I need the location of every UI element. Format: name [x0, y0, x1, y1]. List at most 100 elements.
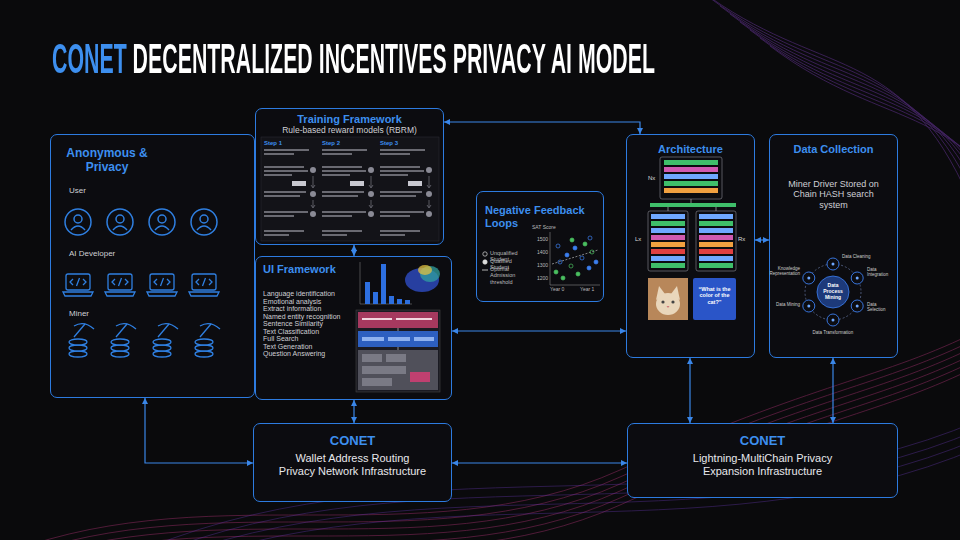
layer-count: Nx	[648, 175, 659, 182]
transformer-stack	[650, 203, 736, 207]
training-steps	[261, 137, 439, 241]
transformer-stack	[651, 242, 685, 247]
panel-heading: Architecture	[627, 143, 754, 156]
ui-flow-diagram	[388, 337, 410, 341]
ui-flow-diagram	[362, 366, 406, 374]
transformer-stack	[699, 235, 733, 240]
scatter-chart	[588, 236, 592, 240]
legend-swatch	[482, 251, 488, 257]
user-icon	[65, 209, 217, 235]
wave-ribbon	[120, 420, 960, 540]
training-steps	[261, 137, 439, 241]
ui-flow-diagram	[362, 354, 382, 362]
miner-icon	[195, 324, 220, 357]
ui-flow-diagram	[398, 328, 399, 350]
axis-tick: 1500	[534, 237, 548, 243]
scatter-chart	[590, 250, 594, 254]
developer-icon	[63, 274, 93, 296]
transformer-stack	[651, 214, 733, 268]
box-body: Lightning-MultiChain Privacy Expansion I…	[675, 452, 850, 477]
data-process-wheel	[803, 300, 815, 312]
transformer-stack	[699, 249, 733, 254]
transformer-stack	[699, 263, 733, 268]
scatter-chart	[570, 238, 574, 242]
training-steps	[380, 149, 432, 236]
legend-sample	[483, 251, 487, 255]
list-item: Full Search	[263, 335, 358, 343]
cat-picture	[671, 300, 674, 303]
transformer-stack	[648, 157, 736, 271]
cat-picture	[648, 278, 688, 320]
scatter-chart	[554, 236, 598, 280]
axis-tick: Year 0	[550, 287, 570, 293]
process-step: Data Transformation	[806, 330, 860, 335]
infrastructure-box: CONET Lightning-MultiChain Privacy Expans…	[627, 423, 898, 498]
ui-flow-diagram	[396, 318, 432, 320]
user-icon	[191, 209, 217, 235]
transformer-stack	[664, 174, 718, 179]
transformer-stack	[651, 256, 685, 261]
scatter-chart	[556, 244, 560, 248]
miner-icon	[153, 324, 178, 357]
connector	[755, 239, 769, 240]
list-item: Text Classification	[263, 328, 358, 336]
actor-label: User	[69, 186, 149, 195]
legend-swatch	[482, 259, 488, 265]
miner-icon	[69, 324, 220, 357]
data-process-wheel	[803, 272, 815, 284]
cat-picture	[661, 300, 664, 303]
scatter-chart	[580, 256, 584, 260]
transformer-stack	[664, 167, 718, 172]
data-process-wheel	[827, 314, 839, 326]
infrastructure-box: CONETWallet Address Routing Privacy Netw…	[253, 423, 452, 502]
connector	[452, 330, 626, 331]
user-icon	[149, 209, 175, 235]
box-body: Wallet Address Routing Privacy Network I…	[277, 452, 428, 477]
process-step: Knowledge Representation	[768, 266, 800, 276]
transformer-stack	[648, 211, 688, 271]
legend-sample	[483, 259, 487, 263]
axis-title: SAT Score	[532, 225, 566, 231]
ui-flow-diagram	[386, 354, 406, 362]
data-process-wheel	[807, 305, 810, 308]
ui-bar-chart	[381, 264, 386, 304]
ui-bar-chart	[360, 262, 440, 304]
connector	[689, 358, 690, 423]
scatter-chart	[561, 276, 565, 280]
ui-flow-diagram	[356, 310, 440, 392]
ui-bar-chart	[360, 262, 412, 304]
data-process-wheel	[807, 263, 858, 322]
data-process-wheel	[807, 277, 810, 280]
legend-sample	[482, 269, 488, 270]
ui-bar-chart	[397, 299, 402, 304]
miner-icon	[69, 324, 94, 357]
data-process-wheel	[851, 272, 863, 284]
panel-heading: Anonymous & Privacy	[57, 147, 157, 175]
transformer-stack	[668, 199, 716, 211]
cat-picture	[648, 278, 688, 320]
ui-bar-chart	[389, 296, 394, 304]
transformer-stack	[651, 228, 685, 233]
wave-bundle	[720, 6, 960, 216]
process-step: Data Cleaning	[842, 254, 876, 259]
panel-body: Miner Driver Stored on Chain HASH search…	[780, 179, 887, 210]
training-steps	[322, 149, 374, 236]
box-heading: CONET	[628, 434, 897, 449]
process-step: Data Integration	[867, 267, 895, 277]
scatter-chart	[554, 270, 558, 274]
axis-tick: 1200	[534, 276, 548, 282]
data-process-wheel	[803, 258, 863, 326]
list-item: Text Generation	[263, 343, 358, 351]
ui-flow-diagram	[358, 312, 438, 328]
data-process-wheel	[832, 263, 835, 266]
scatter-chart	[550, 232, 600, 285]
transformer-stack	[651, 249, 685, 254]
question-text: “What is the color of the cat?”	[694, 286, 735, 305]
data-process-wheel	[817, 276, 849, 308]
legend-text: Optimal Admission threshold	[490, 266, 532, 285]
ui-flow-diagram	[358, 350, 438, 390]
connector	[452, 462, 627, 463]
panel-subtitle: Rule-based reward models (RBRM)	[256, 126, 443, 136]
miner-icon	[111, 324, 136, 357]
